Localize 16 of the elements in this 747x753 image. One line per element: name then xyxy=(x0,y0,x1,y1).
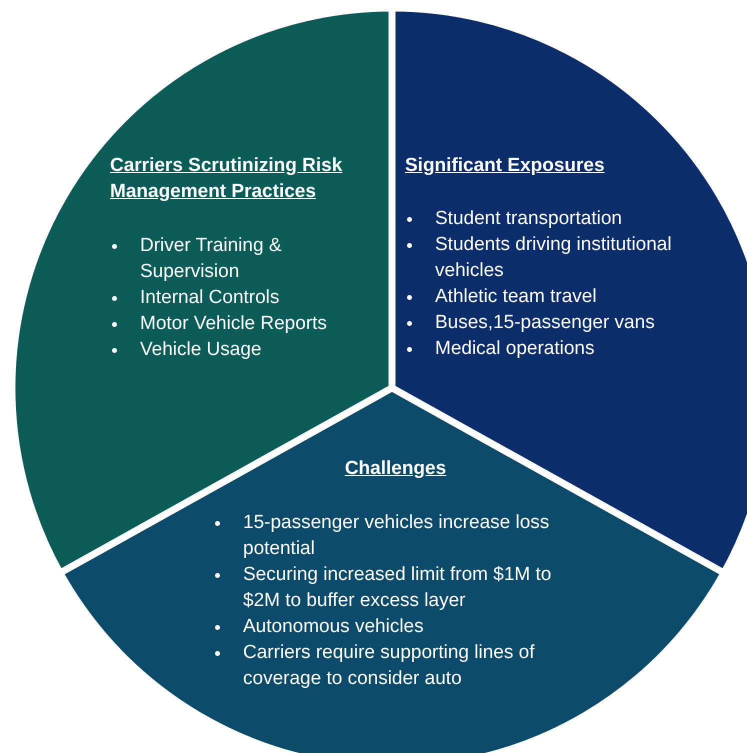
bullet-text: Vehicle Usage xyxy=(140,339,262,360)
bullet-text: Motor Vehicle Reports xyxy=(140,313,327,334)
bullet-text: Medical operations xyxy=(435,338,594,359)
bullet-text: Internal Controls xyxy=(140,287,280,308)
bullet-text: Buses,15-passenger vans xyxy=(435,312,655,333)
bullet-text: 15-passenger vehicles increase loss potential xyxy=(243,512,550,559)
bullet-text: Autonomous vehicles xyxy=(243,616,424,637)
section-heading: Carriers Scrutinizing Risk Management Practices xyxy=(110,154,344,204)
section-heading: Challenges xyxy=(344,457,448,481)
bullet-text: Driver Training & Supervision xyxy=(140,235,282,282)
section-heading: Significant Exposures xyxy=(405,154,606,178)
bullet-text: Carriers require supporting lines of coverage to consider auto xyxy=(243,642,534,689)
bullet-text: Athletic team travel xyxy=(435,286,597,307)
bullet-text: Students driving institutional vehicles xyxy=(435,234,672,281)
bullet-text: Securing increased limit from $1M to $2M to buffer excess layer xyxy=(243,564,552,611)
bullet-text: Student transportation xyxy=(435,208,622,229)
